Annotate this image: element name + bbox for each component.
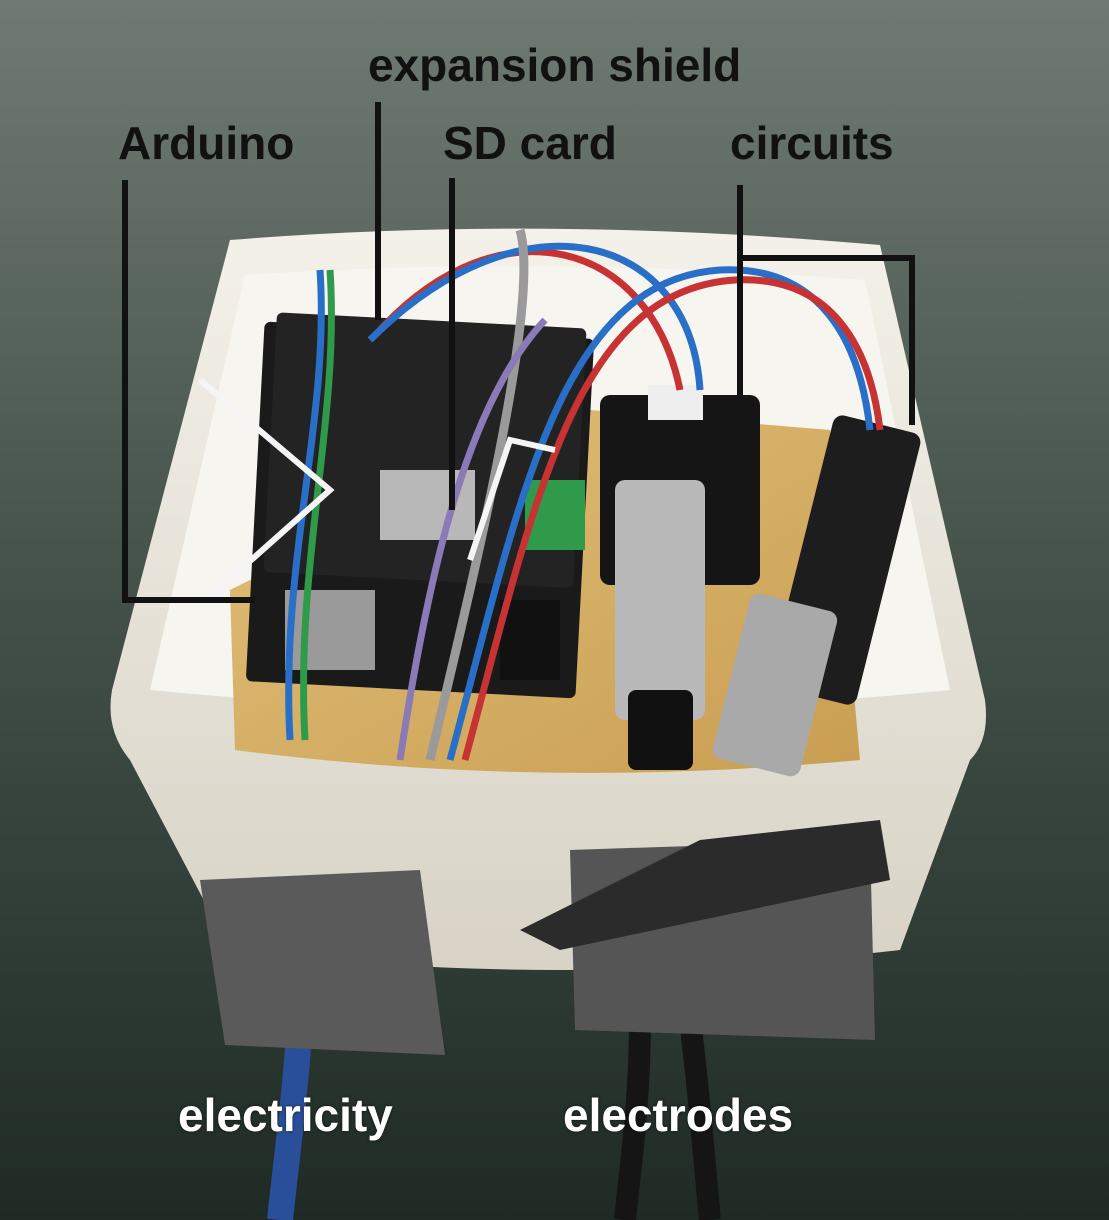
wire-blue-arc	[367, 242, 704, 391]
label-electrodes: electrodes	[563, 1089, 794, 1141]
callout-line-arduino	[122, 180, 255, 603]
label-electricity: electricity	[178, 1089, 393, 1141]
second-bnc-connector	[712, 593, 838, 777]
usb-cable	[267, 1019, 313, 1220]
duct-tape-left	[200, 870, 445, 1055]
wire-grey	[425, 228, 529, 762]
label-arduino: Arduino	[118, 117, 295, 169]
cable-tie-right	[467, 436, 556, 561]
duct-tape-top	[520, 820, 890, 950]
label-sd-card: SD card	[443, 117, 617, 169]
cable-tie-left	[193, 377, 335, 613]
callout-line-circuits-branch	[740, 255, 915, 425]
wire-blue	[285, 269, 325, 741]
callout-lines	[122, 102, 915, 603]
usb-port	[285, 590, 375, 670]
orp-connector	[648, 385, 703, 420]
wire-green	[300, 269, 335, 741]
wire-red-long	[461, 276, 884, 761]
electrode-cable-1	[614, 1019, 651, 1220]
label-circuits: circuits	[730, 117, 894, 169]
bnc-cable-end	[628, 690, 693, 770]
wire-purple	[396, 317, 548, 761]
power-jack	[500, 600, 560, 680]
electrode-cable-2	[679, 1018, 721, 1220]
label-expansion-shield: expansion shield	[368, 39, 742, 91]
bnc-connector	[615, 480, 705, 720]
wire-blue-long	[446, 266, 874, 761]
